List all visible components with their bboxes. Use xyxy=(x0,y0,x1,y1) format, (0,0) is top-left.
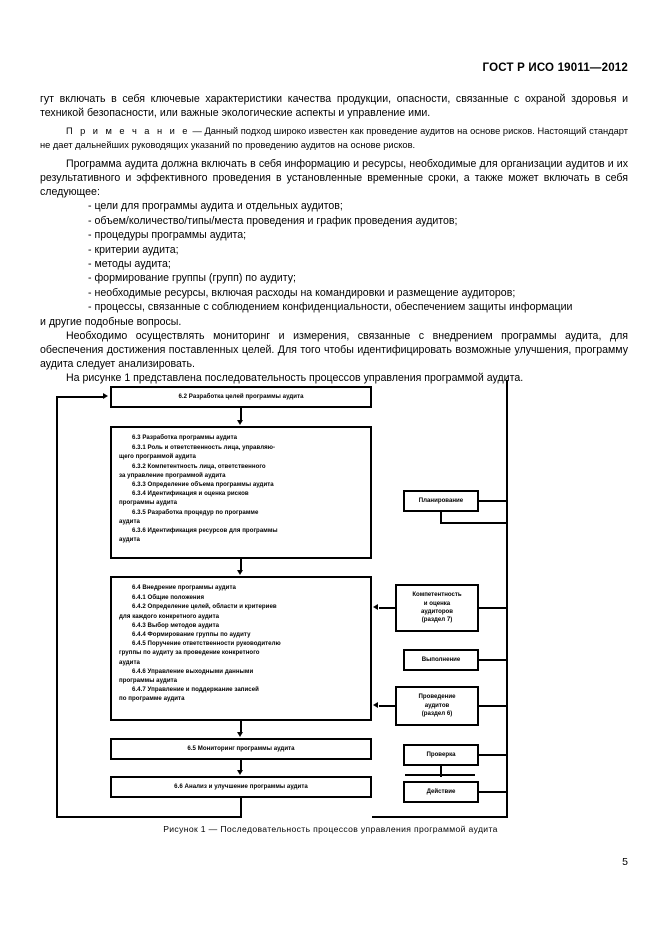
box-line: 6.4.2 Определение целей, области и крите… xyxy=(132,603,277,611)
connector-line xyxy=(240,760,242,771)
connector-arrow xyxy=(373,702,378,708)
list-item: - методы аудита; xyxy=(88,258,171,271)
connector-line xyxy=(379,607,396,609)
connector-line xyxy=(379,705,396,707)
note-label: П р и м е ч а н и е xyxy=(66,126,190,137)
page-number: 5 xyxy=(622,856,628,868)
box-line: 6.4.6 Управление выходными данными xyxy=(132,667,254,675)
paragraph-continued: гут включать в себя ключевые характерист… xyxy=(40,93,628,120)
side-box-line: аудиторов xyxy=(420,608,454,615)
box-line: 6.3.5 Разработка процедур по программе xyxy=(132,508,259,516)
pdca-branch-line xyxy=(479,607,507,609)
pdca-branch-line xyxy=(440,522,507,524)
pdca-branch-line xyxy=(479,791,507,793)
connector-arrow xyxy=(237,420,243,425)
box-line: 6.4.7 Управление и поддержание записей xyxy=(132,686,259,694)
box-line: 6.4.4 Формирование группы по аудиту xyxy=(132,631,251,639)
box-line: 6.3.3 Определение объема программы аудит… xyxy=(132,481,274,489)
pdca-branch-line xyxy=(479,754,507,756)
side-box-do: Выполнение xyxy=(403,649,479,671)
side-box-conducting-audit: Проведение аудитов (раздел 6) xyxy=(395,686,479,726)
pdca-spine-line xyxy=(372,816,508,818)
connector-line xyxy=(240,408,242,421)
side-box-plan: Планирование xyxy=(403,490,479,512)
box-line: 6.4.5 Поручение ответственности руководи… xyxy=(132,640,281,648)
connector-line xyxy=(240,721,242,733)
feedback-loop-line xyxy=(56,396,104,398)
box-line: за управление программой аудита xyxy=(119,471,226,479)
pdca-spine-line xyxy=(506,380,508,818)
side-box-check: Проверка xyxy=(403,744,479,766)
feedback-loop-arrow xyxy=(103,393,108,399)
document-header: ГОСТ Р ИСО 19011—2012 xyxy=(482,62,628,74)
list-item: - необходимые ресурсы, включая расходы н… xyxy=(88,286,516,299)
connector-arrow xyxy=(237,770,243,775)
figure-1-process-flow: 6.2 Разработка целей программы аудита 6.… xyxy=(40,380,628,818)
box-line: программы аудита xyxy=(119,677,178,685)
side-box-line: аудитов xyxy=(424,701,450,709)
box-line: 6.3.6 Идентификация ресурсов для програм… xyxy=(132,527,278,535)
side-box-line: Компетентность xyxy=(412,591,462,599)
side-box-competence-evaluation: Компетентность и оценка аудиторов (разде… xyxy=(395,584,479,632)
side-box-line: Проведение xyxy=(418,693,456,701)
box-line: щего программой аудита xyxy=(119,453,196,461)
list-item: - критерии аудита; xyxy=(88,243,179,256)
figure-caption: Рисунок 1 — Последовательность процессов… xyxy=(163,824,498,834)
pdca-branch-line xyxy=(440,766,442,777)
box-line: аудита xyxy=(119,536,140,544)
box-line: аудита xyxy=(119,517,140,525)
feedback-loop-line xyxy=(240,798,242,818)
list-item: - цели для программы аудита и отдельных … xyxy=(88,200,343,213)
pdca-branch-line xyxy=(440,512,442,524)
pdca-branch-line xyxy=(405,774,475,776)
connector-line xyxy=(240,559,242,571)
list-item: - формирование группы (групп) по аудиту; xyxy=(88,272,296,285)
pdca-branch-line xyxy=(479,500,507,502)
box-line: 6.3.4 Идентификация и оценка рисков xyxy=(132,490,249,498)
paragraph-program: Программа аудита должна включать в себя … xyxy=(40,157,628,199)
connector-arrow xyxy=(237,732,243,737)
box-line: группы по аудиту за проведение конкретно… xyxy=(119,649,260,657)
box-implementing-audit-programme: 6.4 Внедрение программы аудита 6.4.1 Общ… xyxy=(110,576,372,721)
box-heading: 6.4 Внедрение программы аудита xyxy=(132,584,236,591)
box-reviewing-audit-programme: 6.6 Анализ и улучшение программы аудита xyxy=(110,776,372,798)
box-line: по программе аудита xyxy=(119,695,185,703)
note-dash: — xyxy=(189,126,205,137)
box-establishing-audit-programme: 6.3 Разработка программы аудита 6.3.1 Ро… xyxy=(110,426,372,559)
list-item: - процедуры программы аудита; xyxy=(88,229,247,242)
note-paragraph: П р и м е ч а н и е — Данный подход широ… xyxy=(40,125,628,151)
connector-arrow xyxy=(373,604,378,610)
pdca-branch-line xyxy=(479,705,507,707)
box-line: 6.4.1 Общие положения xyxy=(132,594,205,602)
box-line: 6.4.3 Выбор методов аудита xyxy=(132,621,220,629)
program-contents-list: - цели для программы аудита и отдельных … xyxy=(40,199,628,314)
list-tail: и другие подобные вопросы. xyxy=(40,315,182,328)
body-text-block: гут включать в себя ключевые характерист… xyxy=(40,92,628,386)
paragraph-monitoring: Необходимо осуществлять мониторинг и изм… xyxy=(40,329,628,371)
list-item: - объем/количество/типы/места проведения… xyxy=(88,214,458,227)
side-box-act: Действие xyxy=(403,781,479,803)
box-line: программы аудита xyxy=(119,499,178,507)
paragraph-figure-reference: На рисунке 1 представлена последовательн… xyxy=(66,372,524,385)
box-line: для каждого конкретного аудита xyxy=(119,612,220,620)
note-text: Данный подход широко известен как провед… xyxy=(40,126,629,150)
box-audit-programme-objectives: 6.2 Разработка целей программы аудита xyxy=(110,386,372,408)
connector-arrow xyxy=(237,570,243,575)
feedback-loop-line xyxy=(56,397,58,818)
box-line: аудита xyxy=(119,658,140,666)
list-item: - процессы, связанные с соблюдением конф… xyxy=(88,301,573,314)
side-box-line: и оценка xyxy=(423,599,451,607)
box-heading: 6.3 Разработка программы аудита xyxy=(132,434,238,441)
box-line: 6.3.2 Компетентность лица, ответственног… xyxy=(132,462,266,470)
box-monitoring-audit-programme: 6.5 Мониторинг программы аудита xyxy=(110,738,372,760)
feedback-loop-line xyxy=(56,816,242,818)
side-box-line: (раздел 7) xyxy=(421,616,453,624)
side-box-line: (раздел 6) xyxy=(421,710,453,718)
box-line: 6.3.1 Роль и ответственность лица, управ… xyxy=(132,444,276,452)
pdca-branch-line xyxy=(479,659,507,661)
